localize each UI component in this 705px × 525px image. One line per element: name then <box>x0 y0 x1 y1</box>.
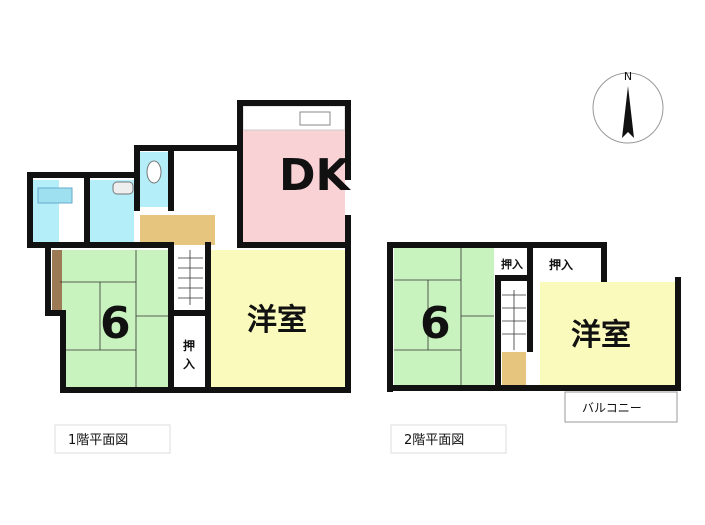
bathtub-icon <box>37 187 73 204</box>
caption-box-2f <box>390 424 507 454</box>
tatami-room-1f <box>60 250 168 387</box>
sink-icon <box>299 111 331 126</box>
stairs-1f <box>178 250 203 305</box>
caption-box-1f <box>54 424 171 454</box>
north-label: N <box>624 70 632 83</box>
walls-2f <box>387 242 681 392</box>
tatami-room-2f <box>394 248 494 385</box>
tatami-lines <box>60 250 168 387</box>
tatami-size-label-2f: 6 <box>420 298 451 349</box>
alcove <box>52 250 62 310</box>
western-room-label-2f: 洋室 <box>571 318 631 353</box>
tatami-size-label-1f: 6 <box>100 298 131 349</box>
balcony <box>564 391 678 423</box>
western-room-label-1f: 洋室 <box>247 303 307 338</box>
stairs-landing-2f <box>502 352 526 385</box>
tatami-lines-2f <box>394 248 494 385</box>
floor-1-caption: 1階平面図 <box>68 433 128 448</box>
balcony-label: バルコニー <box>582 401 642 415</box>
floor-2-plan: 6 洋室 押入 押入 バルコニー <box>387 242 681 423</box>
western-room-1f <box>211 250 345 387</box>
toilet-icon <box>146 160 162 184</box>
western-room-2f <box>540 282 675 385</box>
compass: N <box>592 70 664 144</box>
washbasin-icon <box>112 181 134 195</box>
closet-label-1f-b: 入 <box>183 357 195 371</box>
floor-2-caption: 2階平面図 <box>404 433 464 448</box>
dining-kitchen <box>243 130 345 243</box>
closet-label-1f-a: 押 <box>183 338 195 353</box>
walls-1f <box>27 100 351 393</box>
hallway-floor <box>140 215 215 245</box>
north-arrow-icon <box>622 86 634 138</box>
floor-1-plan: DK 洋室 6 押 入 <box>27 100 352 393</box>
closet-large-label-2f: 押入 <box>549 257 573 272</box>
closet-small-label-2f: 押入 <box>501 257 523 271</box>
stairs-2f <box>502 290 526 350</box>
dk-label: DK <box>279 150 352 201</box>
